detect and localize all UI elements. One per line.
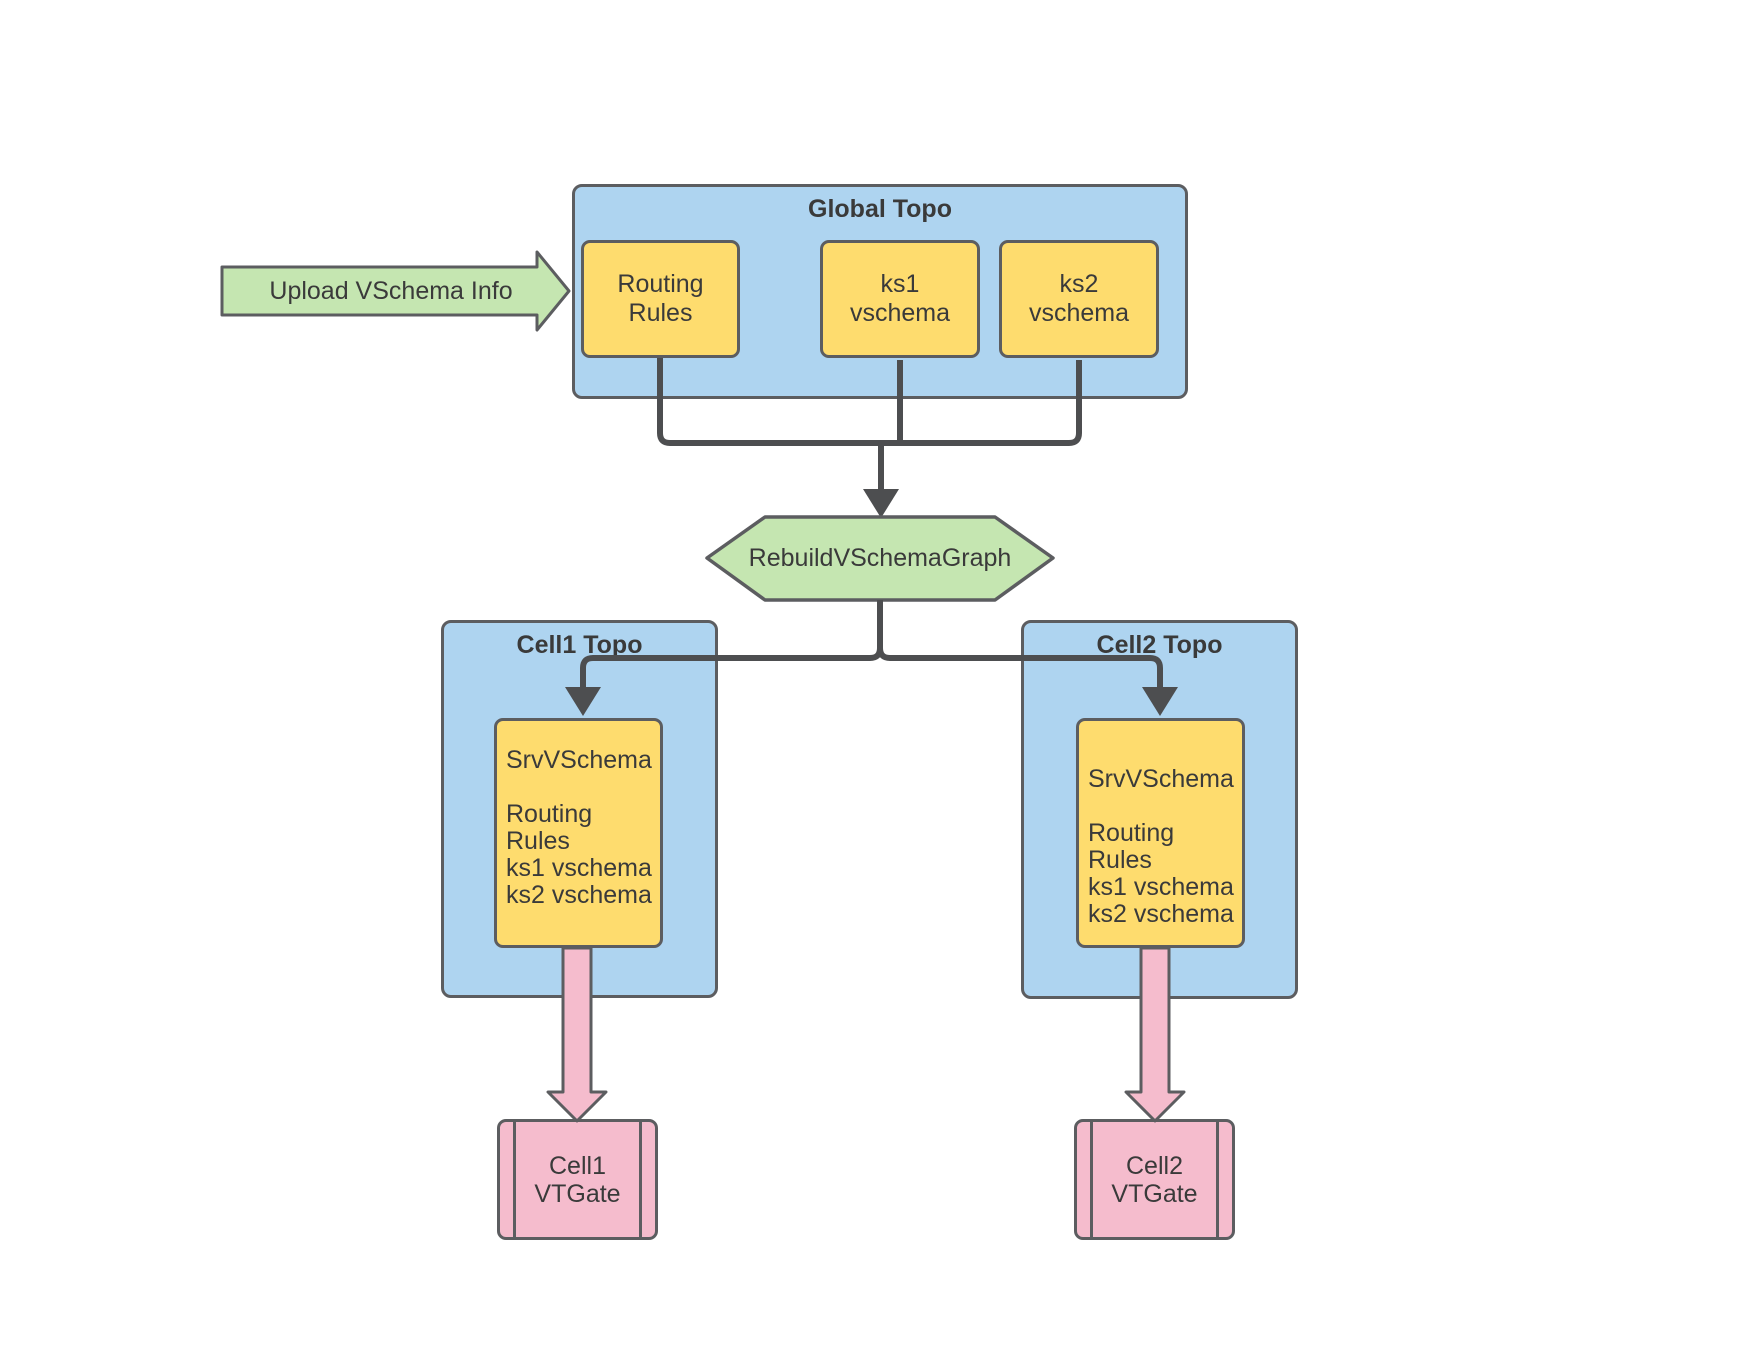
ks1-vschema-node: ks1 vschema — [820, 240, 980, 358]
cell2-topo-title: Cell2 Topo — [1096, 631, 1223, 659]
cell1-vtgate-right-bar — [639, 1122, 642, 1237]
cell1-vtgate-line2: VTGate — [534, 1179, 621, 1208]
cell2-srv-item-ks1: ks1 vschema — [1088, 873, 1234, 901]
ks2-vschema-node: ks2 vschema — [999, 240, 1159, 358]
cell2-vtgate-line1: Cell2 — [1126, 1151, 1183, 1180]
cell1-srv-heading: SrvVSchema — [506, 746, 652, 774]
ks2-vschema-label: ks2 vschema — [1002, 243, 1156, 355]
cell2-srv-item-routing-rules: Routing Rules — [1088, 819, 1175, 874]
cell2-srv-item-ks2: ks2 vschema — [1088, 900, 1234, 928]
global-topo-title: Global Topo — [808, 195, 952, 223]
cell2-srv-heading: SrvVSchema — [1088, 765, 1234, 793]
cell1-vtgate-node: Cell1 VTGate — [497, 1119, 658, 1240]
cell1-vtgate-left-bar — [513, 1122, 516, 1237]
cell1-topo-title: Cell1 Topo — [516, 631, 643, 659]
cell2-vtgate-label: Cell2 VTGate — [1077, 1122, 1232, 1237]
upload-arrow-label: Upload VSchema Info — [269, 276, 513, 305]
cell1-srvvschema-node: SrvVSchema Routing Rules ks1 vschema ks2… — [494, 718, 663, 948]
routing-rules-node: Routing Rules — [581, 240, 740, 358]
cell1-srv-item-routing-rules: Routing Rules — [506, 800, 593, 855]
cell2-vtgate-node: Cell2 VTGate — [1074, 1119, 1235, 1240]
routing-rules-line1: Routing — [617, 270, 704, 298]
ks1-line2: vschema — [849, 299, 951, 327]
rebuild-hexagon-label: RebuildVSchemaGraph — [748, 544, 1012, 572]
ks1-line1: ks1 — [880, 270, 920, 298]
cell2-vtgate-right-bar — [1216, 1122, 1219, 1237]
bus-drop-arrowhead — [863, 489, 899, 518]
cell1-vtgate-label: Cell1 VTGate — [500, 1122, 655, 1237]
cell2-vtgate-line2: VTGate — [1111, 1179, 1198, 1208]
routing-rules-label: Routing Rules — [584, 243, 737, 355]
cell1-srv-item-ks1: ks1 vschema — [506, 854, 652, 882]
ks1-vschema-label: ks1 vschema — [823, 243, 977, 355]
ks2-line1: ks2 — [1059, 270, 1099, 298]
cell2-srvvschema-node: SrvVSchema Routing Rules ks1 vschema ks2… — [1076, 718, 1245, 948]
routing-rules-line2: Rules — [628, 299, 693, 327]
ks2-line2: vschema — [1028, 299, 1130, 327]
cell1-vtgate-line1: Cell1 — [549, 1151, 606, 1180]
cell2-vtgate-left-bar — [1090, 1122, 1093, 1237]
cell1-srv-item-ks2: ks2 vschema — [506, 881, 652, 909]
